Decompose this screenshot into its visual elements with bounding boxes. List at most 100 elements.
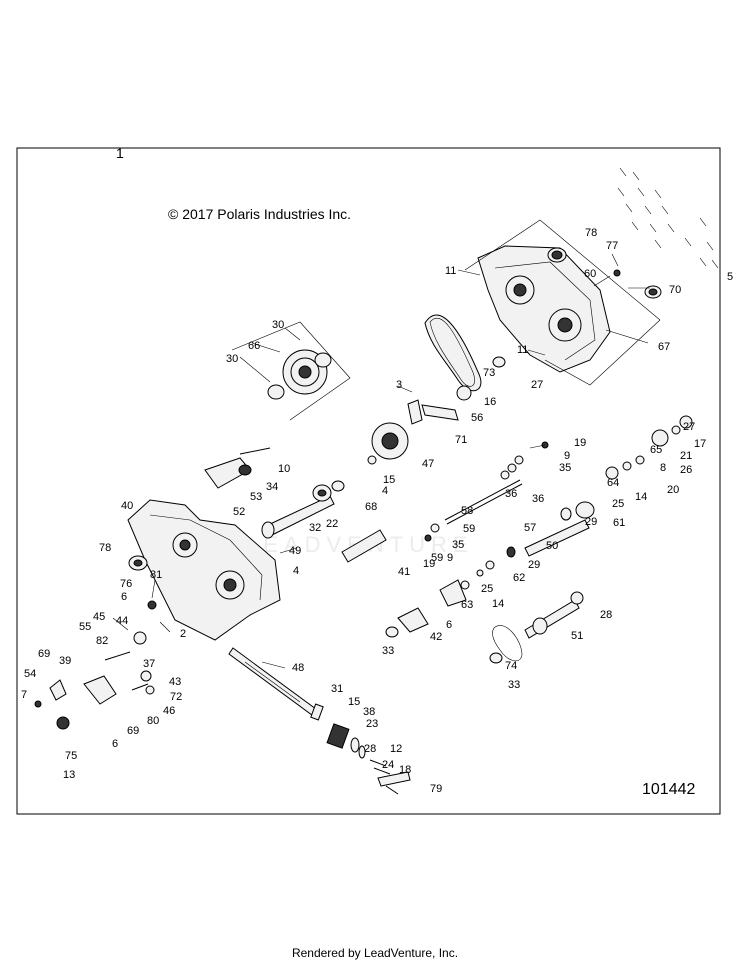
callout: 77 — [606, 240, 618, 252]
callout: 49 — [289, 545, 301, 557]
callout: 78 — [99, 542, 111, 554]
callout: 41 — [398, 566, 410, 578]
leader-lines — [112, 253, 650, 669]
callout: 18 — [399, 764, 411, 776]
callout: 68 — [365, 501, 377, 513]
callout: 2 — [180, 628, 186, 640]
callout: 33 — [382, 645, 394, 657]
callout: 47 — [422, 458, 434, 470]
callout: 39 — [59, 655, 71, 667]
callout: 43 — [169, 676, 181, 688]
callout: 28 — [600, 609, 612, 621]
callout: 29 — [528, 559, 540, 571]
callout: 59 — [463, 523, 475, 535]
callout: 81 — [150, 569, 162, 581]
callout: 7 — [21, 689, 27, 701]
callout: 42 — [430, 631, 442, 643]
callout: 71 — [455, 434, 467, 446]
callout: 28 — [364, 743, 376, 755]
callout: 35 — [559, 462, 571, 474]
callout: 30 — [272, 319, 284, 331]
callout: 25 — [612, 498, 624, 510]
callout: 50 — [546, 540, 558, 552]
callout: 70 — [669, 284, 681, 296]
callout: 30 — [226, 353, 238, 365]
callout: 21 — [680, 450, 692, 462]
callout: 80 — [147, 715, 159, 727]
callout: 4 — [293, 565, 299, 577]
parts-artwork — [34, 167, 719, 795]
callout: 78 — [585, 227, 597, 239]
callout: 75 — [65, 750, 77, 762]
callout: 17 — [694, 438, 706, 450]
callout: 14 — [492, 598, 504, 610]
callout: 74 — [505, 660, 517, 672]
callout: 11 — [445, 265, 456, 277]
callout: 54 — [24, 668, 36, 680]
callout: 27 — [683, 421, 695, 433]
callout: 57 — [524, 522, 536, 534]
callout: 82 — [96, 635, 108, 647]
callout: 38 — [363, 706, 375, 718]
callout: 6 — [121, 591, 127, 603]
callout: 40 — [121, 500, 133, 512]
callout: 36 — [505, 488, 517, 500]
callout: 45 — [93, 611, 105, 623]
callout: 15 — [348, 696, 360, 708]
callout: 62 — [513, 572, 525, 584]
callout: 35 — [452, 539, 464, 551]
callout: 56 — [471, 412, 483, 424]
callout: 37 — [143, 658, 155, 670]
callout: 20 — [667, 484, 679, 496]
callout: 52 — [233, 506, 245, 518]
callout: 9 — [447, 552, 453, 564]
callout: 12 — [390, 743, 402, 755]
diagram-frame — [16, 147, 721, 815]
callout: 19 — [423, 558, 435, 570]
callout: 69 — [38, 648, 50, 660]
callout: 48 — [292, 662, 304, 674]
callout: 64 — [607, 477, 619, 489]
callout: 19 — [574, 437, 586, 449]
callout: 73 — [483, 367, 495, 379]
callout: 14 — [635, 491, 647, 503]
callout: 53 — [250, 491, 262, 503]
callout: 79 — [430, 783, 442, 795]
callout: 9 — [564, 450, 570, 462]
callout: 23 — [366, 718, 378, 730]
callout: 5 — [727, 271, 733, 283]
callout: 46 — [163, 705, 175, 717]
callout: 59 — [431, 552, 443, 564]
callout: 66 — [248, 340, 260, 352]
callout: 58 — [461, 505, 473, 517]
callout: 15 — [383, 474, 395, 486]
callout: 3 — [396, 379, 402, 391]
callout: 51 — [571, 630, 583, 642]
assembly-number: 1 — [116, 145, 124, 161]
callout: 44 — [116, 615, 128, 627]
callout: 76 — [120, 578, 132, 590]
callout: 26 — [680, 464, 692, 476]
callout: 13 — [63, 769, 75, 781]
callout: 16 — [484, 396, 496, 408]
callout: 22 — [326, 518, 338, 530]
callout: 31 — [331, 683, 343, 695]
callout: 61 — [613, 517, 625, 529]
callout: 36 — [532, 493, 544, 505]
callout: 55 — [79, 621, 91, 633]
callout: 24 — [382, 759, 394, 771]
figure-number: 101442 — [642, 781, 695, 798]
callout: 27 — [531, 379, 543, 391]
callout: 32 — [309, 522, 321, 534]
callout: 69 — [127, 725, 139, 737]
callout: 11 — [517, 344, 528, 356]
callout: 65 — [650, 444, 662, 456]
callout: 10 — [278, 463, 290, 475]
callout: 4 — [382, 485, 388, 497]
callout: 72 — [170, 691, 182, 703]
callouts: 1 2 3 4 4 5 6 6 6 7 8 9 9 10 11 11 12 13… — [21, 227, 733, 795]
callout: 34 — [266, 481, 278, 493]
callout: 6 — [112, 738, 118, 750]
callout: 33 — [508, 679, 520, 691]
